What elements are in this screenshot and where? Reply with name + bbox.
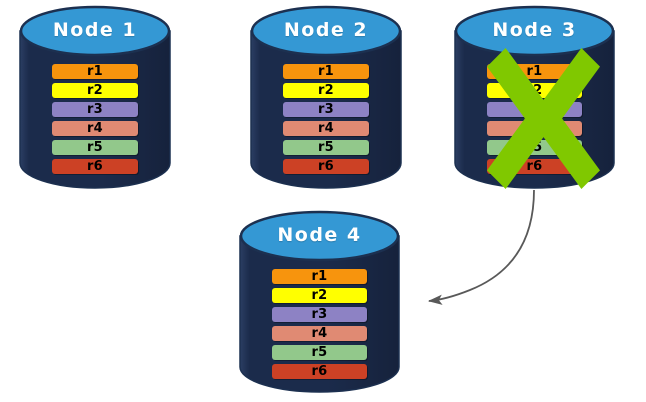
- cross-glyph: [487, 48, 600, 189]
- data-row-r5[interactable]: r5: [52, 140, 138, 155]
- node-cylinder-3[interactable]: Node 3r1r2r3r4r5r6: [454, 5, 615, 189]
- node-failed-cross-icon: [487, 48, 600, 189]
- data-row-r2[interactable]: r2: [52, 83, 138, 98]
- data-row-r1[interactable]: r1: [272, 269, 367, 284]
- data-row-r4[interactable]: r4: [272, 326, 367, 341]
- data-row-r5[interactable]: r5: [272, 345, 367, 360]
- data-row-r3[interactable]: r3: [283, 102, 369, 117]
- data-row-r3[interactable]: r3: [272, 307, 367, 322]
- data-row-r6[interactable]: r6: [283, 159, 369, 174]
- cylinder-top-disc: [19, 5, 171, 57]
- data-row-r5[interactable]: r5: [283, 140, 369, 155]
- cylinder-top-disc: [250, 5, 402, 57]
- data-row-r1[interactable]: r1: [283, 64, 369, 79]
- data-row-r1[interactable]: r1: [52, 64, 138, 79]
- data-row-r2[interactable]: r2: [283, 83, 369, 98]
- data-row-r6[interactable]: r6: [52, 159, 138, 174]
- data-row-r4[interactable]: r4: [52, 121, 138, 136]
- data-row-r4[interactable]: r4: [283, 121, 369, 136]
- data-row-r2[interactable]: r2: [272, 288, 367, 303]
- cylinder-top-disc: [454, 5, 615, 57]
- data-row-r6[interactable]: r6: [272, 364, 367, 379]
- data-row-r3[interactable]: r3: [52, 102, 138, 117]
- cylinder-top-disc: [239, 210, 400, 262]
- arrow-path: [427, 189, 535, 305]
